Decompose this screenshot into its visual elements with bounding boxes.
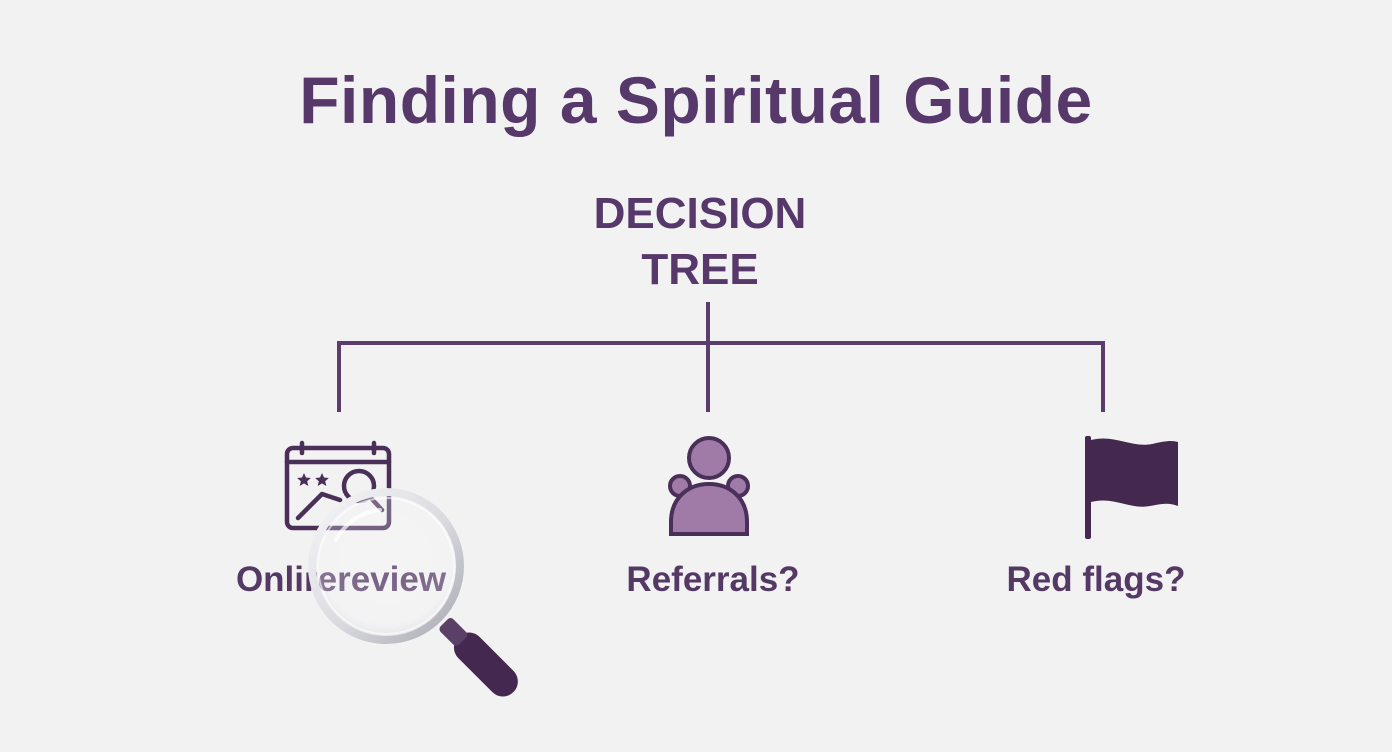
people-group-icon [668,436,750,536]
branch-label-red-flags: Red flags? [1006,560,1186,599]
tree-root-label: DECISION TREE [500,186,900,298]
flag-icon [1085,436,1178,539]
magnifying-glass-icon [308,488,518,697]
branch-label-referrals: Referrals? [626,560,800,599]
tree-root-line-2: TREE [641,245,759,294]
page-title: Finding a Spiritual Guide [299,63,1093,137]
tree-root-line-1: DECISION [593,189,807,238]
